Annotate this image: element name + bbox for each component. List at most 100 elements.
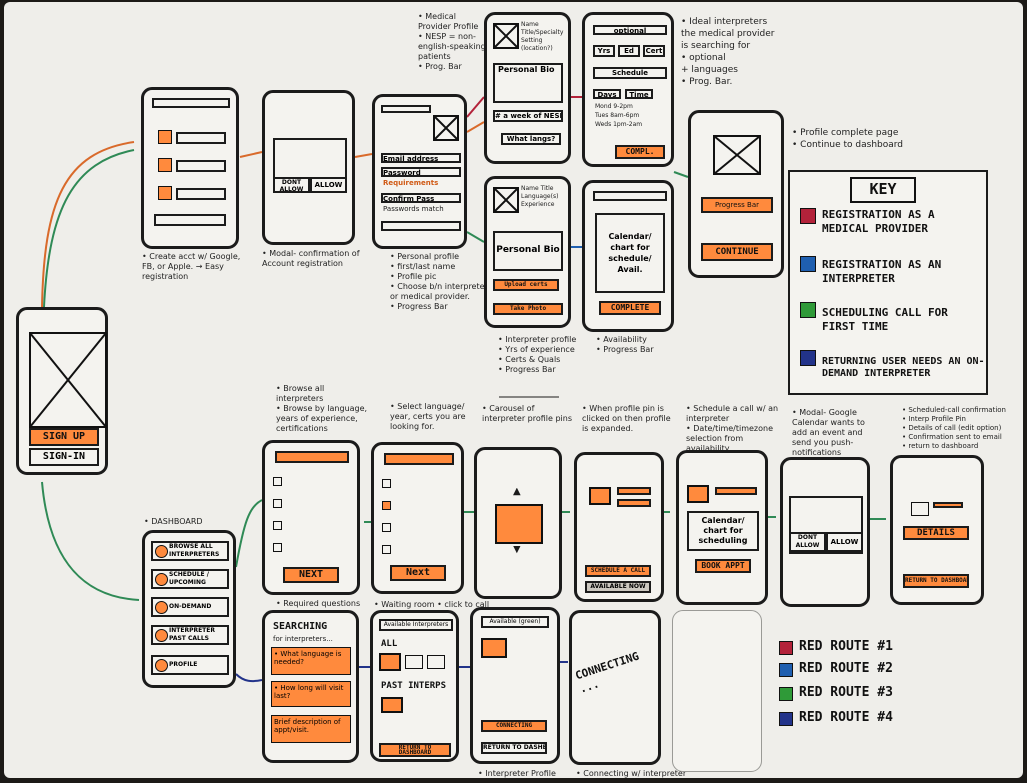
personal-bio-field[interactable]: Personal Bio bbox=[493, 231, 563, 271]
description-field[interactable]: Brief description of appt/visit. bbox=[271, 715, 351, 743]
all-label: ALL bbox=[381, 639, 398, 649]
return-dashboard-button[interactable]: RETURN TO DASHB. bbox=[481, 742, 547, 754]
interpreter-pin[interactable] bbox=[427, 655, 445, 669]
route-label-3: RED ROUTE #3 bbox=[799, 685, 893, 700]
route-swatch-1 bbox=[779, 641, 793, 655]
complete-button[interactable]: COMPL. bbox=[615, 145, 665, 159]
create-account-note: • Create acct w/ Google, FB, or Apple. →… bbox=[142, 252, 241, 281]
facebook-checkbox[interactable] bbox=[158, 158, 172, 172]
searching-phone: SEARCHING for interpreters... • What lan… bbox=[262, 610, 359, 763]
past-interpreter-pin[interactable] bbox=[381, 697, 403, 713]
list-checkbox[interactable] bbox=[382, 501, 391, 510]
allow-button[interactable]: ALLOW bbox=[826, 532, 863, 552]
return-dashboard-button[interactable]: RETURN TO DASHBOARD bbox=[379, 743, 451, 757]
list-checkbox[interactable] bbox=[382, 545, 391, 554]
browse-all-item[interactable]: BROWSE ALL INTERPRETERS bbox=[151, 541, 229, 561]
languages-field[interactable]: What langs? bbox=[501, 133, 561, 145]
image-placeholder-icon bbox=[713, 135, 761, 175]
schedule-item[interactable]: SCHEDULE / UPCOMING bbox=[151, 569, 229, 589]
available-now-button[interactable]: AVAILABLE NOW bbox=[585, 581, 651, 593]
complete-button[interactable]: COMPLETE bbox=[599, 301, 661, 315]
optional-note: • Ideal interpreters the medical provide… bbox=[681, 17, 775, 87]
header-bar bbox=[381, 105, 431, 113]
signup-button[interactable]: SIGN UP bbox=[29, 428, 99, 446]
certs-chip[interactable]: Cert bbox=[643, 45, 665, 57]
connecting-phone: CONNECTING ... bbox=[569, 610, 661, 765]
upload-certs-button[interactable]: Upload certs bbox=[493, 279, 559, 291]
nesp-per-week-field[interactable]: # a week of NESP bbox=[493, 110, 563, 122]
profile-pic-icon bbox=[493, 23, 519, 49]
email-option[interactable] bbox=[154, 214, 226, 226]
connecting-button[interactable]: CONNECTING bbox=[481, 720, 547, 732]
route-label-4: RED ROUTE #4 bbox=[799, 710, 893, 725]
on-demand-item[interactable]: ON-DEMAND bbox=[151, 597, 229, 617]
details-button[interactable]: DETAILS bbox=[903, 526, 969, 540]
years-chip[interactable]: Yrs bbox=[593, 45, 615, 57]
schedule-row: Mond 9-2pm bbox=[595, 103, 633, 110]
list-checkbox[interactable] bbox=[273, 477, 282, 486]
apple-checkbox[interactable] bbox=[158, 186, 172, 200]
dont-allow-button[interactable]: DONT ALLOW bbox=[273, 177, 310, 193]
list-checkbox[interactable] bbox=[273, 499, 282, 508]
google-checkbox[interactable] bbox=[158, 130, 172, 144]
dashboard-label: • DASHBOARD bbox=[144, 517, 203, 526]
list-checkbox[interactable] bbox=[382, 523, 391, 532]
interpreter-pin[interactable] bbox=[379, 653, 401, 671]
list-checkbox[interactable] bbox=[273, 521, 282, 530]
password-field[interactable]: Password bbox=[381, 167, 461, 177]
allow-button[interactable]: ALLOW bbox=[310, 177, 347, 193]
profile-pin-card[interactable] bbox=[495, 504, 543, 544]
name-bar bbox=[617, 487, 651, 495]
duration-question[interactable]: • How long will visit last? bbox=[271, 681, 351, 707]
past-calls-item[interactable]: INTERPRETER PAST CALLS bbox=[151, 625, 229, 645]
personal-profile-note: • Personal profile • first/last name • P… bbox=[390, 252, 488, 311]
search-bar[interactable] bbox=[384, 453, 454, 465]
key-item-4: RETURNING USER NEEDS AN ON-DEMAND INTERP… bbox=[822, 356, 985, 379]
role-select[interactable] bbox=[381, 221, 461, 231]
apple-option[interactable] bbox=[176, 188, 226, 200]
next-button[interactable]: NEXT bbox=[283, 567, 339, 583]
dont-allow-button[interactable]: DONT ALLOW bbox=[789, 532, 826, 552]
email-field[interactable]: Email address bbox=[381, 153, 461, 163]
name-bar bbox=[933, 502, 963, 508]
profile-pic-icon bbox=[687, 485, 709, 503]
list-checkbox[interactable] bbox=[273, 543, 282, 552]
available-interpreters-tab[interactable]: Available Interpreters bbox=[379, 619, 453, 631]
search-bar[interactable] bbox=[275, 451, 349, 463]
sketch-paper: SIGN UP SIGN-IN • Create acct w/ Google,… bbox=[4, 2, 1023, 778]
profile-pic-icon bbox=[481, 638, 507, 658]
list-checkbox[interactable] bbox=[382, 479, 391, 488]
calendar-chart[interactable]: Calendar/ chart for schedule/ Avail. bbox=[595, 213, 665, 293]
name-bar bbox=[715, 487, 757, 495]
return-dashboard-button[interactable]: RETURN TO DASHBOARD bbox=[903, 574, 969, 588]
key-swatch-3 bbox=[800, 302, 816, 318]
continue-button[interactable]: CONTINUE bbox=[701, 243, 773, 261]
schedule-row: Weds 1pm-2am bbox=[595, 121, 643, 128]
profile-item[interactable]: PROFILE bbox=[151, 655, 229, 675]
calendar-chart[interactable]: Calendar/ chart for scheduling bbox=[687, 511, 759, 551]
schedule-call-button[interactable]: SCHEDULE A CALL bbox=[585, 565, 651, 577]
profile-complete-phone: Progress Bar CONTINUE bbox=[688, 110, 784, 278]
language-question[interactable]: • What language is needed? bbox=[271, 647, 351, 675]
interpreter-pin[interactable] bbox=[405, 655, 423, 669]
chevron-up-icon[interactable]: ▲ bbox=[513, 488, 521, 496]
chevron-down-icon[interactable]: ▼ bbox=[513, 546, 521, 554]
interpreter-profile-note: • Interpreter profile • Yrs of experienc… bbox=[498, 335, 577, 374]
book-appt-button[interactable]: BOOK APPT bbox=[695, 559, 751, 573]
route-label-1: RED ROUTE #1 bbox=[799, 639, 893, 654]
schedule-note: • Schedule a call w/ an interpreter • Da… bbox=[686, 404, 779, 453]
confirm-password-field[interactable]: Confirm Pass bbox=[381, 193, 461, 203]
education-chip[interactable]: Ed bbox=[618, 45, 640, 57]
next-button[interactable]: Next bbox=[390, 565, 446, 581]
google-option[interactable] bbox=[176, 132, 226, 144]
schedule-field[interactable]: Schedule bbox=[593, 67, 667, 79]
facebook-option[interactable] bbox=[176, 160, 226, 172]
google-modal-phone: DONT ALLOW ALLOW bbox=[780, 457, 870, 607]
connecting-caption: • Connecting w/ interpreter bbox=[576, 769, 687, 778]
routes-legend: RED ROUTE #1 RED ROUTE #2 RED ROUTE #3 R… bbox=[779, 637, 949, 737]
create-account-phone bbox=[141, 87, 239, 249]
signin-button[interactable]: SIGN-IN bbox=[29, 448, 99, 466]
take-photo-button[interactable]: Take Photo bbox=[493, 303, 563, 315]
personal-bio-field[interactable]: Personal Bio bbox=[493, 63, 563, 103]
phone-icon bbox=[155, 601, 168, 614]
